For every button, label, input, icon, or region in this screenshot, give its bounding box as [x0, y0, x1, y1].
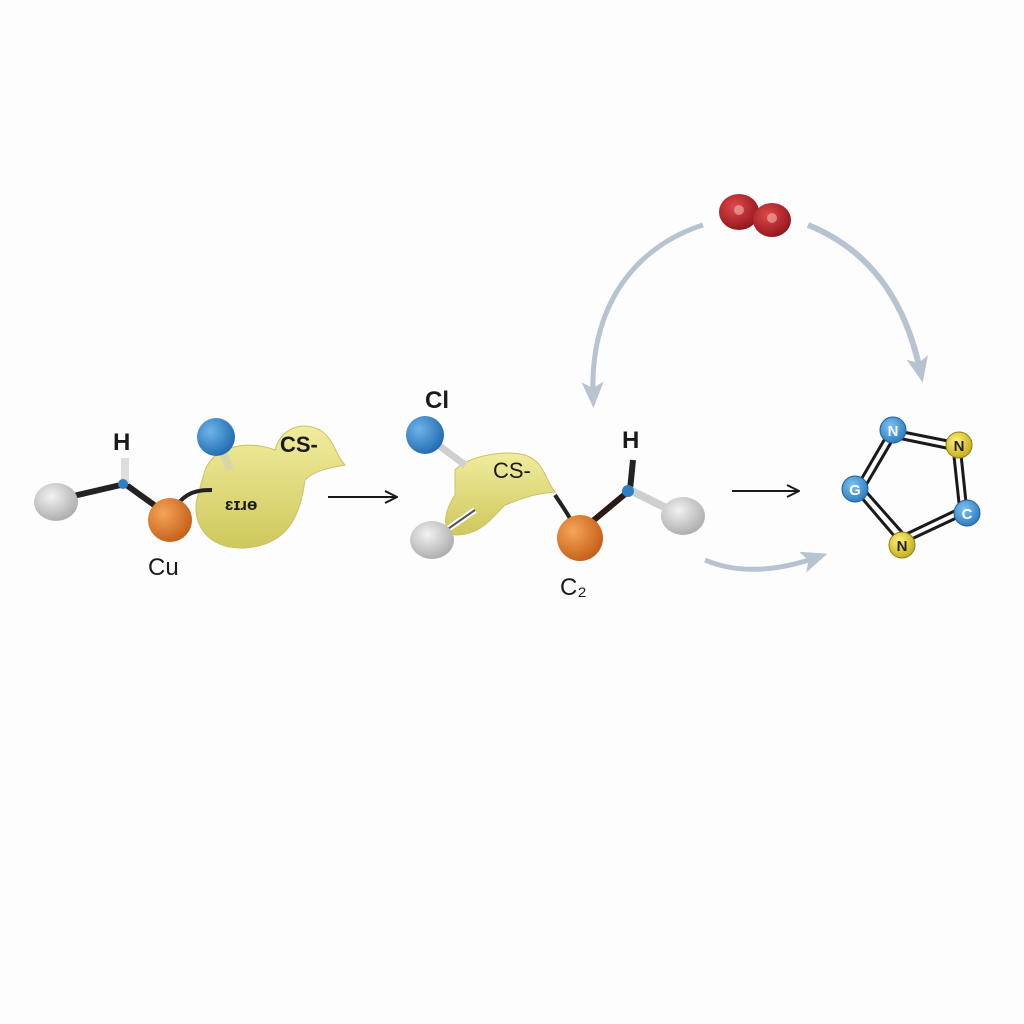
ring-atom [945, 431, 973, 459]
ring-atom-label: N [897, 538, 908, 555]
reactant-molecule: H Cu CS- ɛɪɹɵ [34, 418, 347, 581]
ring-atom-label: C [962, 506, 973, 523]
orange-atom [557, 515, 603, 561]
ring-atom [888, 531, 916, 559]
small-blue-atom [622, 485, 634, 497]
blue-atom [406, 416, 444, 454]
reactant-blob [195, 425, 347, 549]
label-cu: Cu [148, 554, 179, 581]
cycle-arrow-left [581, 222, 704, 408]
grey-atom [34, 483, 78, 521]
ring-atom-label: G [849, 482, 861, 499]
cycle-arrow-right [806, 222, 929, 383]
label-cs: CS- [493, 458, 531, 483]
ring-atom-label: N [954, 438, 965, 455]
label-h: H [622, 427, 639, 454]
label-center: ɛɪɹɵ [225, 495, 257, 514]
ring-atom [841, 475, 869, 503]
label-cl: Cl [425, 387, 449, 414]
ring-atom-label: N [888, 423, 899, 440]
ring-atom [953, 499, 981, 527]
ring-atom [879, 416, 907, 444]
cycle-arrow-bottom [704, 551, 828, 573]
bond [627, 459, 636, 491]
oxygen-molecule [719, 194, 791, 237]
grey-atom [661, 497, 705, 535]
small-blue-atom [118, 479, 128, 489]
product-ring: N N C N G [841, 416, 981, 559]
blue-atom [197, 418, 235, 456]
intermediate-molecule: Cl H CS- C₂ [406, 387, 705, 601]
grey-atom [410, 521, 454, 559]
label-cs: CS- [280, 432, 318, 457]
copper-atom [148, 498, 192, 542]
label-h: H [113, 429, 130, 456]
label-c2: C₂ [560, 574, 587, 601]
